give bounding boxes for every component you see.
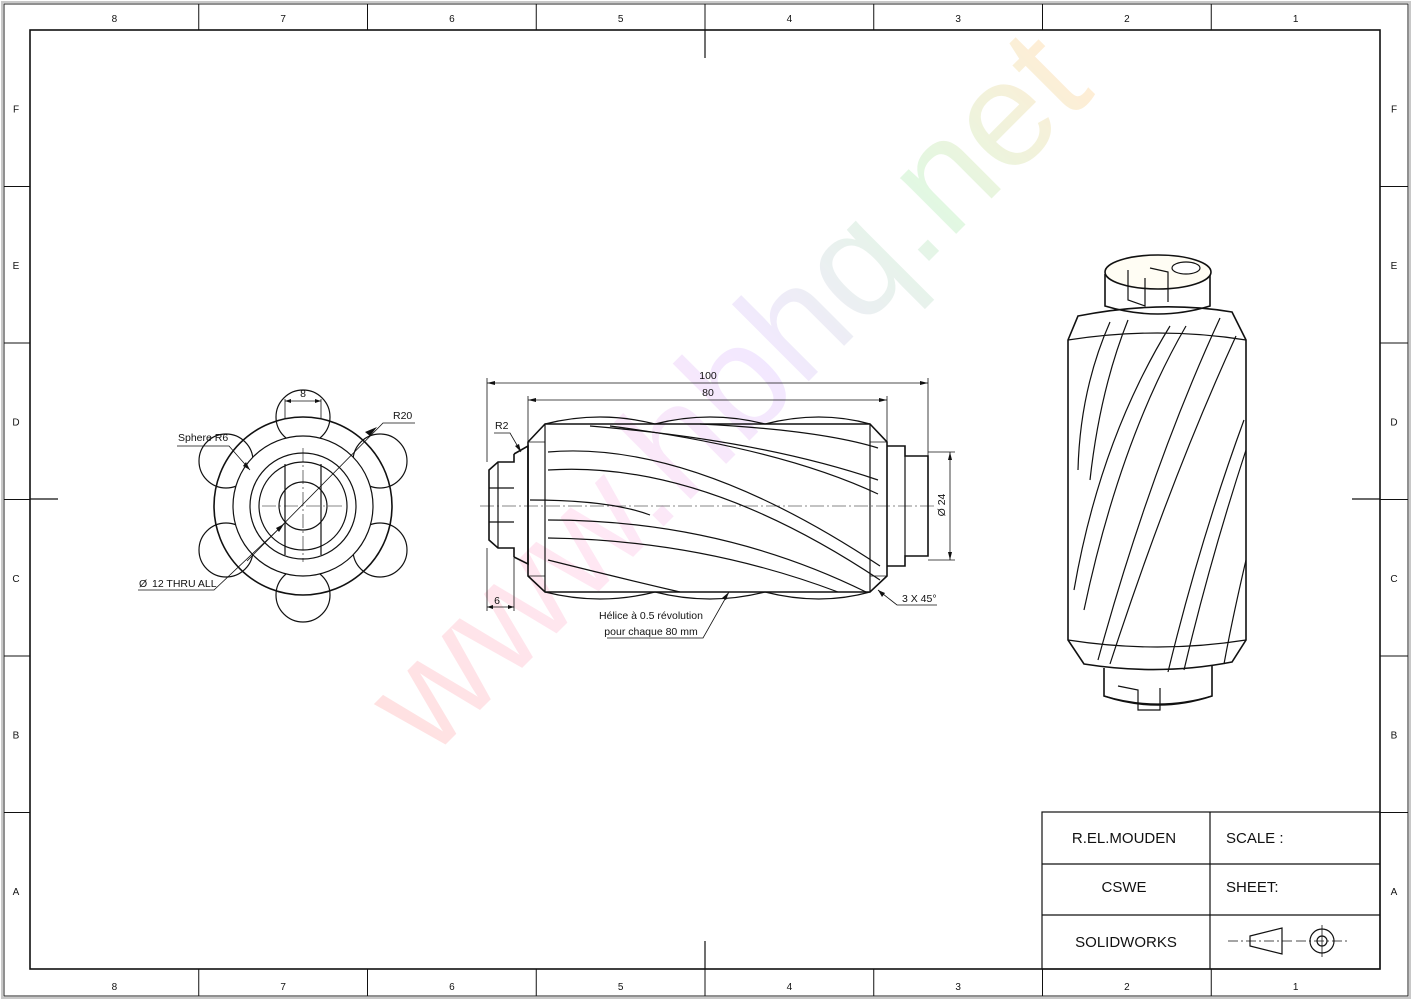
zone-row-label: A xyxy=(1391,887,1398,898)
school-name: CSWE xyxy=(1102,879,1147,896)
zone-row-label: F xyxy=(1391,104,1397,115)
zone-column-label: 1 xyxy=(1293,982,1299,993)
zone-row-label: D xyxy=(1390,417,1397,428)
end-view-outer-circle xyxy=(213,416,393,596)
zone-column-label: 1 xyxy=(1293,14,1299,25)
zone-row-label: C xyxy=(1390,574,1397,585)
zone-column-label: 7 xyxy=(280,14,286,25)
zone-column-label: 2 xyxy=(1124,14,1130,25)
zone-row-label: E xyxy=(13,261,20,272)
helical-grooves xyxy=(529,423,881,593)
zone-dividers xyxy=(4,4,1408,996)
chamfer-label: 3 X 45° xyxy=(902,593,937,605)
sheet-label: SHEET: xyxy=(1226,879,1279,896)
zone-row-label: F xyxy=(13,104,19,115)
step-length-dimension: 6 xyxy=(494,595,500,607)
isometric-body xyxy=(1067,306,1247,671)
zone-row-label: C xyxy=(12,574,19,585)
hole-label: 12 THRU ALL xyxy=(152,578,217,590)
zone-column-label: 8 xyxy=(112,982,118,993)
scale-label: SCALE : xyxy=(1226,830,1284,847)
software-name: SOLIDWORKS xyxy=(1075,934,1177,951)
title-block: R.EL.MOUDEN CSWE SOLIDWORKS SCALE : SHEE… xyxy=(1041,811,1381,970)
fillet-label: R2 xyxy=(495,420,509,432)
overall-length-dimension: 100 xyxy=(699,370,717,382)
zone-column-label: 3 xyxy=(955,14,961,25)
helix-note-line2: pour chaque 80 mm xyxy=(604,626,698,638)
left-shaft-end xyxy=(488,454,515,557)
zone-column-label: 4 xyxy=(787,14,793,25)
side-view: 100 80 R2 Ø 24 6 3 X 45° Hélice à 0.5 ré… xyxy=(480,370,955,639)
zone-column-label: 7 xyxy=(280,982,286,993)
centering-marks xyxy=(30,30,1380,969)
isometric-flutes xyxy=(1073,317,1247,673)
zone-column-label: 3 xyxy=(955,982,961,993)
zone-column-label: 6 xyxy=(449,14,455,25)
end-view: 8 R20 Sphere R6 Ø 12 THRU ALL xyxy=(138,388,415,623)
author-name: R.EL.MOUDEN xyxy=(1072,830,1176,847)
zone-column-label: 4 xyxy=(787,982,793,993)
zone-row-label: E xyxy=(1391,261,1398,272)
zone-row-label: D xyxy=(12,417,19,428)
shaft-diameter-dimension: Ø 24 xyxy=(936,493,948,516)
zone-column-label: 5 xyxy=(618,14,624,25)
zone-row-label: B xyxy=(13,730,20,741)
sphere-label: Sphere R6 xyxy=(178,432,228,444)
body-length-dimension: 80 xyxy=(702,387,714,399)
radius-label: R20 xyxy=(393,410,412,422)
zone-column-label: 5 xyxy=(618,982,624,993)
hole-diameter-symbol: Ø xyxy=(139,578,147,590)
zone-column-label: 2 xyxy=(1124,982,1130,993)
zone-row-label: A xyxy=(13,887,20,898)
isometric-view xyxy=(1067,254,1247,711)
helix-note-line1: Hélice à 0.5 révolution xyxy=(599,610,703,622)
zone-column-label: 6 xyxy=(449,982,455,993)
third-angle-projection-icon xyxy=(1228,925,1350,957)
zone-column-label: 8 xyxy=(112,14,118,25)
zone-row-label: B xyxy=(1391,730,1398,741)
slot-width-dimension: 8 xyxy=(300,388,306,400)
